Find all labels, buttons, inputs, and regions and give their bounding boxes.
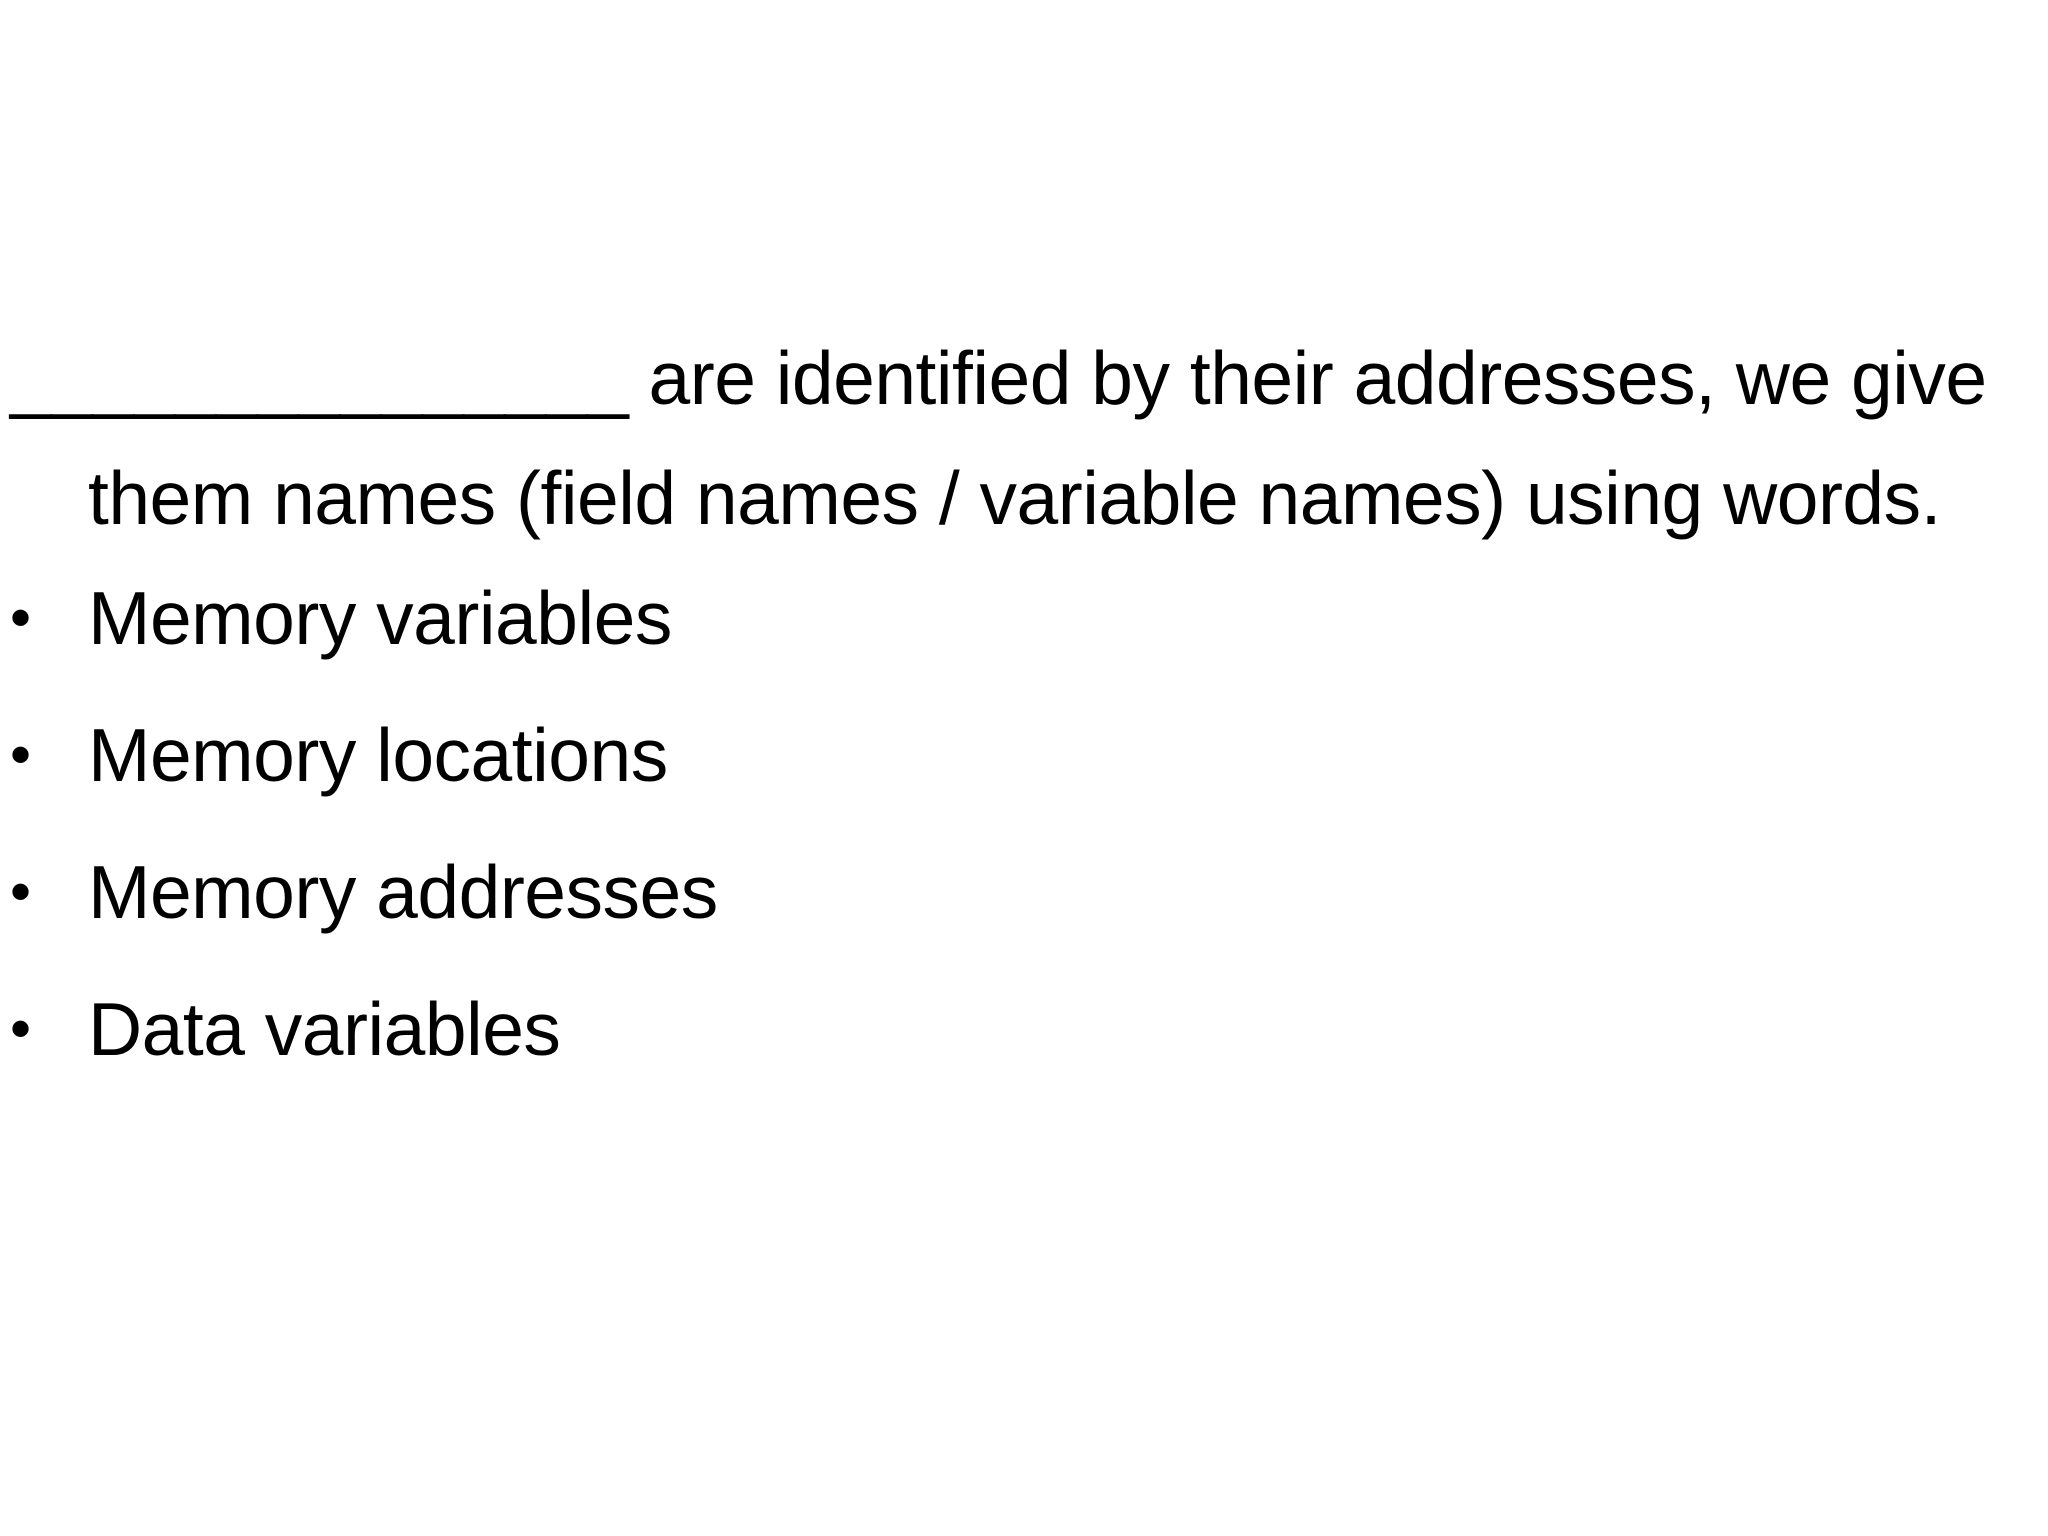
answer-blank: _______________ xyxy=(10,336,629,420)
answer-options-list: • Memory variables • Memory locations • … xyxy=(10,568,718,1116)
option-item-data-variables: • Data variables xyxy=(10,979,718,1116)
option-label: Data variables xyxy=(88,987,561,1071)
bullet-icon: • xyxy=(10,584,31,651)
option-label: Memory variables xyxy=(88,576,672,660)
question-text: _______________ are identified by their … xyxy=(10,318,2020,558)
question-line-2: them names (field names / variable names… xyxy=(88,456,1941,540)
bullet-icon: • xyxy=(10,858,31,925)
option-item-memory-variables: • Memory variables xyxy=(10,568,718,705)
bullet-icon: • xyxy=(10,721,31,788)
bullet-icon: • xyxy=(10,995,31,1062)
question-line-1: _______________ are identified by their … xyxy=(10,318,2020,438)
option-label: Memory locations xyxy=(88,713,668,797)
option-item-memory-locations: • Memory locations xyxy=(10,705,718,842)
option-label: Memory addresses xyxy=(88,850,718,934)
option-item-memory-addresses: • Memory addresses xyxy=(10,842,718,979)
question-line-1-text: are identified by their addresses, we gi… xyxy=(628,336,1988,420)
